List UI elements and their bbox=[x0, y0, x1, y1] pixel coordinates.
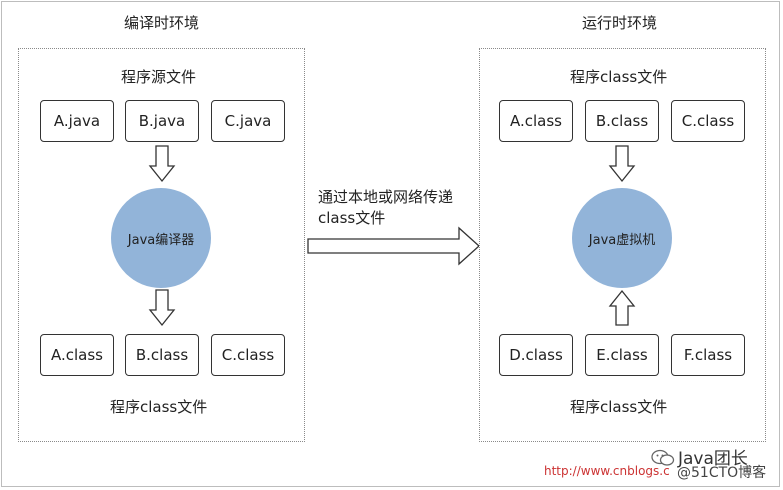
transfer-label-line1: 通过本地或网络传递 bbox=[318, 188, 454, 206]
runtime-env-title: 运行时环境 bbox=[582, 14, 658, 32]
down-arrow-icon bbox=[148, 289, 176, 327]
runtime-class-d: D.class bbox=[499, 334, 573, 376]
up-arrow-icon bbox=[608, 289, 636, 326]
source-file-c: C.java bbox=[211, 100, 285, 142]
runtime-class-e: E.class bbox=[585, 334, 659, 376]
output-class-c: C.class bbox=[211, 334, 285, 376]
down-arrow-icon bbox=[608, 145, 636, 183]
runtime-class-a: A.class bbox=[499, 100, 573, 142]
down-arrow-icon bbox=[148, 145, 176, 183]
compile-env-title: 编译时环境 bbox=[124, 14, 200, 32]
output-class-a: A.class bbox=[40, 334, 114, 376]
runtime-class-b: B.class bbox=[585, 100, 659, 142]
source-file-a: A.java bbox=[40, 100, 114, 142]
runtime-bottom-label: 程序class文件 bbox=[570, 398, 668, 416]
source-files-label: 程序源文件 bbox=[121, 68, 197, 86]
transfer-label-line2: class文件 bbox=[318, 209, 386, 227]
class-files-label: 程序class文件 bbox=[110, 398, 208, 416]
runtime-class-c: C.class bbox=[671, 100, 745, 142]
right-arrow-icon bbox=[307, 226, 480, 266]
output-class-b: B.class bbox=[125, 334, 199, 376]
watermark-blog: @51CTO博客 bbox=[677, 465, 767, 481]
runtime-top-label: 程序class文件 bbox=[570, 68, 668, 86]
jvm-circle: Java虚拟机 bbox=[572, 188, 672, 288]
wechat-icon bbox=[651, 449, 675, 466]
watermark-url: http://www.cnblogs.c bbox=[544, 464, 670, 478]
java-compiler-circle: Java编译器 bbox=[111, 188, 211, 288]
runtime-class-f: F.class bbox=[671, 334, 745, 376]
source-file-b: B.java bbox=[125, 100, 199, 142]
watermark-brand: Java团长 bbox=[678, 449, 748, 469]
